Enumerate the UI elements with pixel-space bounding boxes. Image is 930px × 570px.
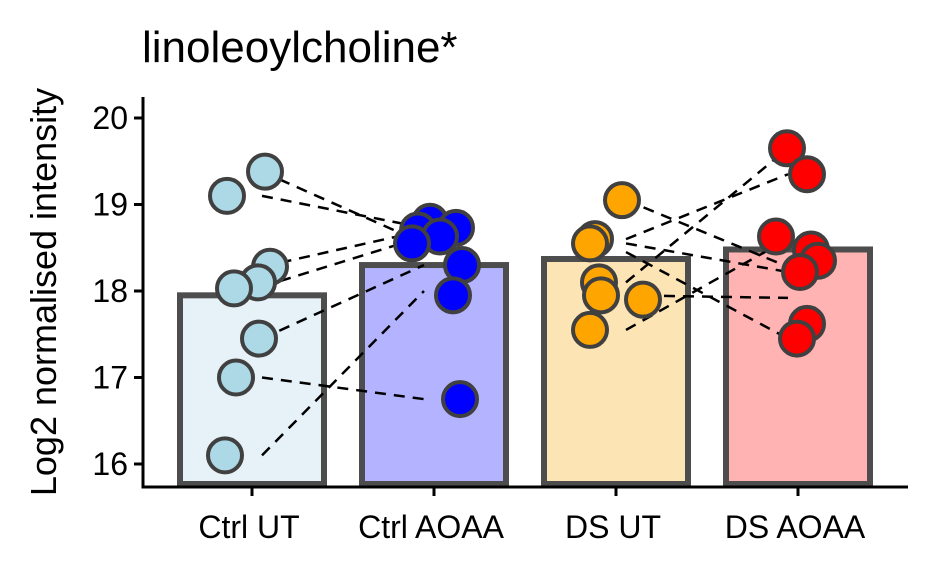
y-axis: 16 17 18 19 20 — [92, 97, 145, 489]
y-tick-label: 18 — [92, 273, 128, 309]
pair-line — [261, 263, 425, 340]
pair-line — [261, 194, 425, 230]
pair-line — [261, 290, 425, 457]
data-point — [441, 380, 479, 419]
x-tick-label: Ctrl UT — [198, 509, 299, 545]
x-tick-label: DS UT — [565, 509, 661, 545]
y-tick-label: 20 — [92, 100, 128, 136]
pair-line — [261, 170, 425, 245]
data-point — [206, 436, 244, 475]
data-point — [434, 276, 472, 315]
data-point — [240, 319, 278, 358]
data-point — [571, 224, 609, 263]
data-point — [571, 310, 609, 349]
pair-lines — [261, 147, 789, 457]
y-tick-label: 16 — [92, 446, 128, 482]
data-point — [393, 224, 431, 263]
data-points — [206, 129, 837, 475]
data-point — [215, 269, 253, 308]
pair-line — [625, 238, 789, 332]
data-point — [217, 358, 255, 397]
data-point — [603, 181, 641, 220]
x-tick-label: Ctrl AOAA — [358, 509, 504, 545]
y-tick-label: 19 — [92, 187, 128, 223]
pair-line — [625, 199, 789, 268]
x-axis: Ctrl UT Ctrl AOAA DS UT DS AOAA — [141, 485, 908, 545]
x-tick-label: DS AOAA — [725, 509, 866, 545]
pair-line — [625, 250, 789, 340]
bars — [177, 246, 873, 488]
data-point — [246, 152, 284, 191]
data-point — [778, 319, 816, 358]
pair-line — [625, 242, 789, 274]
data-point — [757, 217, 795, 256]
data-point — [208, 176, 246, 215]
y-axis-label: Log2 normalised intensity — [23, 88, 64, 496]
chart-title: linoleoylcholine* — [142, 23, 458, 72]
data-point — [624, 280, 662, 319]
data-point — [788, 155, 826, 194]
pair-line — [625, 147, 789, 284]
pair-line — [625, 173, 789, 241]
bar-ctrl-aoaa — [359, 262, 509, 487]
data-point — [768, 129, 806, 168]
data-point — [582, 276, 620, 315]
pair-line — [261, 376, 425, 401]
data-point — [781, 252, 819, 291]
y-tick-label: 17 — [92, 360, 128, 396]
